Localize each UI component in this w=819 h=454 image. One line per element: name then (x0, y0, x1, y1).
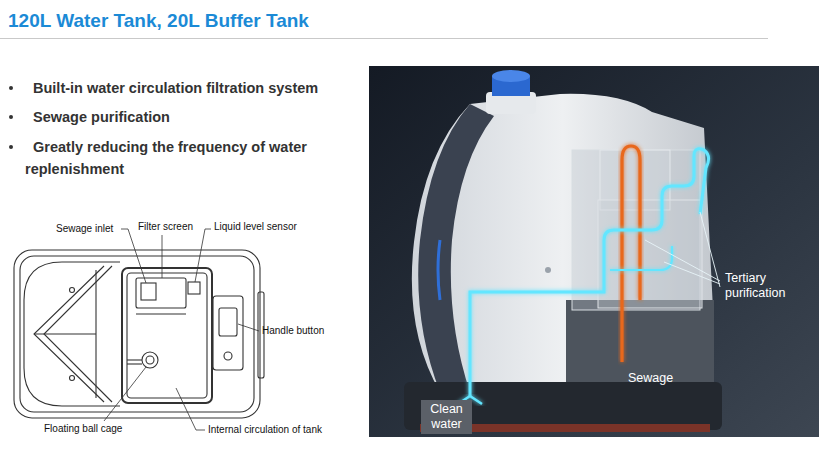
page-title-text: 120L Water Tank, 20L Buffer Tank (8, 10, 309, 31)
callout-label-text: Sewage (628, 371, 673, 385)
bullet-text: Built-in water circulation filtration sy… (33, 77, 318, 99)
bullet-text: Greatly reducing the frequency of water … (25, 136, 325, 180)
callout-label: Sewage (628, 371, 673, 386)
top-view-schematic (14, 250, 264, 418)
bullet-text-text: Built-in water circulation filtration sy… (33, 80, 318, 96)
bullet-dot (9, 86, 13, 90)
part-label: Internal circulation of tank (208, 424, 322, 436)
bullet-dot (9, 145, 13, 149)
part-label-text: Sewage inlet (56, 223, 113, 234)
part-label-text: Filter screen (138, 221, 193, 232)
part-label: Liquid level sensor (214, 221, 297, 233)
photo-panel (369, 66, 819, 437)
bullet-dot (9, 115, 13, 119)
label-box: Clean water (421, 400, 472, 434)
title-rule (0, 38, 768, 39)
part-label: Sewage inlet (56, 223, 113, 235)
part-label: Floating ball cage (44, 423, 122, 435)
part-label: Filter screen (138, 221, 193, 233)
part-label-text: Floating ball cage (44, 423, 122, 434)
box-text: Clean water (430, 402, 463, 432)
part-label-text: Liquid level sensor (214, 221, 297, 232)
leader-line (104, 229, 259, 430)
part-label-text: Handle button (262, 325, 324, 336)
part-label-text: Internal circulation of tank (208, 424, 322, 435)
bullet-text-text: Greatly reducing the frequency of water … (25, 139, 307, 177)
callout-label: Tertiary purification (725, 271, 785, 301)
callout-label-text: Tertiary purification (725, 271, 785, 300)
bullet-text-text: Sewage purification (33, 109, 170, 125)
leader-line (645, 212, 720, 287)
bullet-text: Sewage purification (33, 106, 170, 128)
part-label: Handle button (262, 325, 324, 337)
page-title: 120L Water Tank, 20L Buffer Tank (8, 9, 309, 33)
robot-illustration (404, 70, 722, 432)
